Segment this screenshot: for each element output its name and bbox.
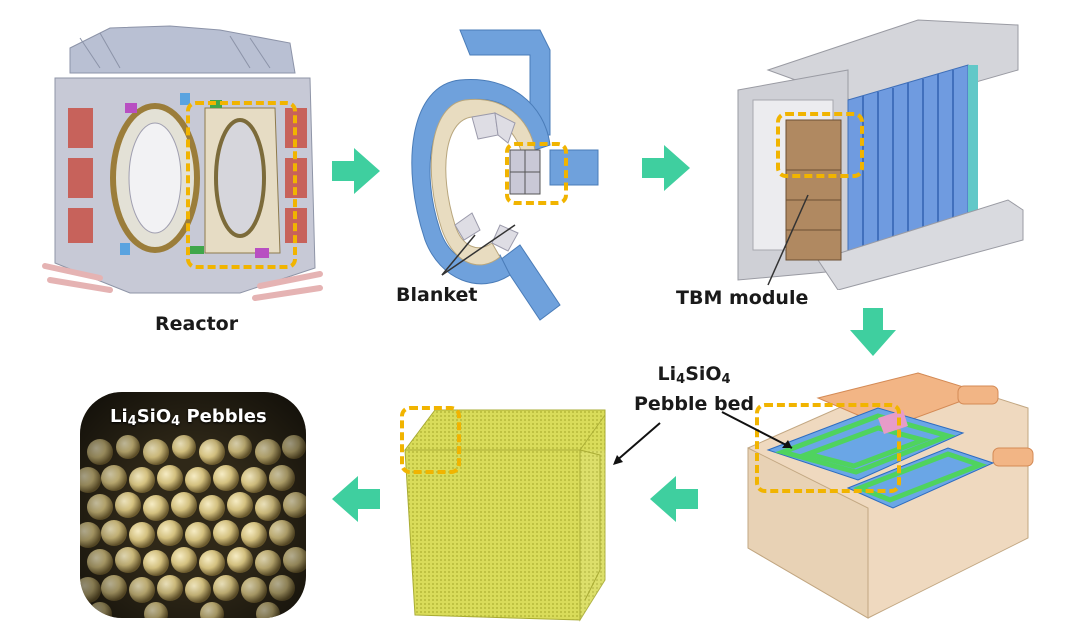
flow-arrow-down [850, 308, 896, 361]
pebble-bed-highlight-box [755, 403, 901, 493]
pebble-bed-text: Pebble bed [634, 393, 755, 415]
pebble-mesh-illustration [395, 390, 615, 628]
reactor-label: Reactor [155, 313, 239, 335]
tbm-module-illustration [728, 10, 1038, 291]
pebble-bed-formula: Li4SiO4 [657, 363, 731, 387]
mesh-pointer-line [605, 420, 665, 475]
reactor-illustration [40, 18, 325, 308]
blanket-highlight-box [505, 142, 568, 205]
pebbles-label: Li4SiO4 Pebbles [110, 406, 267, 429]
tbm-highlight-box [776, 112, 864, 178]
blanket-label: Blanket [396, 284, 478, 306]
flow-arrow-left-1 [650, 476, 698, 527]
blanket-illustration [400, 25, 610, 325]
pebbles-photo: Li4SiO4 Pebbles [80, 392, 306, 618]
pebble-bed-pointer-line [720, 410, 800, 465]
flow-arrow-right-2 [642, 145, 690, 196]
flow-arrow-right-1 [332, 148, 380, 199]
reactor-highlight-box [186, 101, 297, 269]
flow-arrow-left-2 [332, 476, 380, 527]
pebble-bed-label: Li4SiO4 Pebble bed [634, 362, 754, 416]
tbm-module-label: TBM module [676, 287, 809, 309]
mesh-highlight-box [400, 406, 461, 474]
